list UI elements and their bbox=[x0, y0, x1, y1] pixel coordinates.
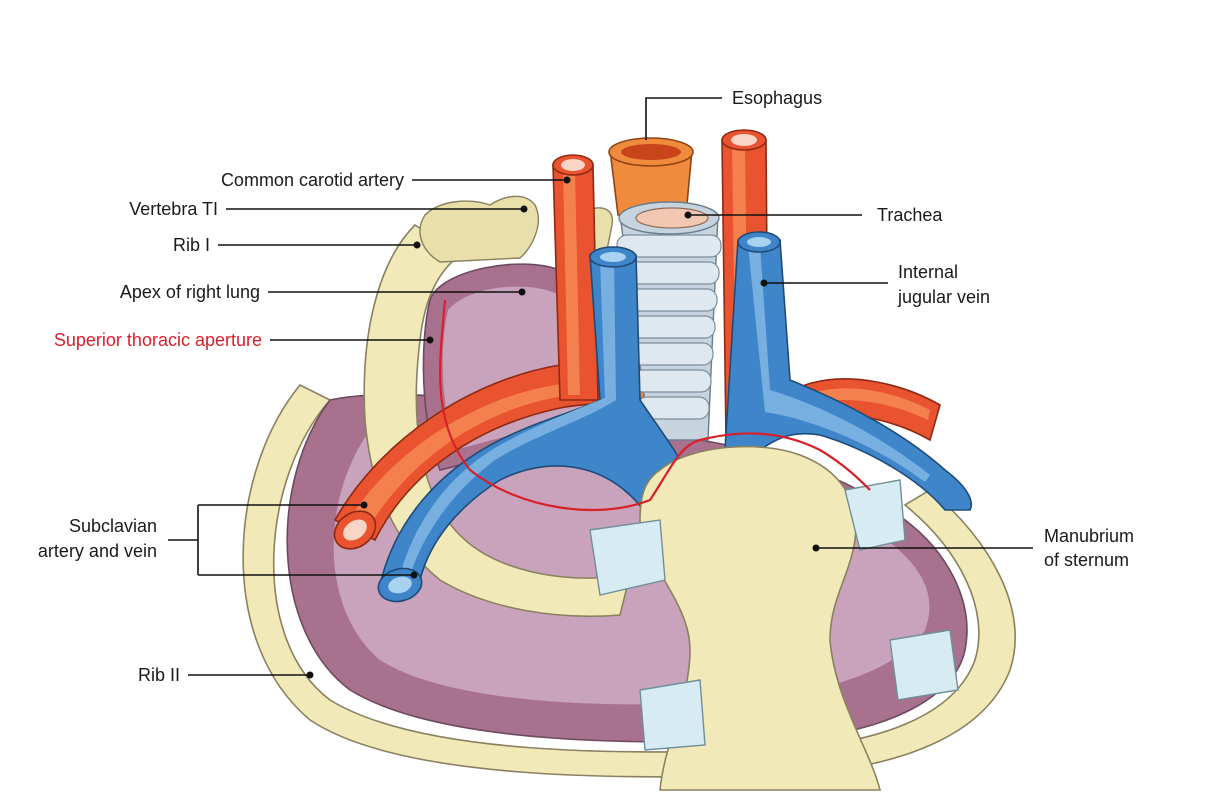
left-veins-illustration bbox=[724, 231, 972, 511]
label-subclavian-line1: Subclavian bbox=[69, 516, 157, 536]
label-manubrium-line2: of sternum bbox=[1044, 550, 1129, 570]
superior-thoracic-aperture-outline bbox=[439, 299, 871, 512]
label-vertebra-t1: Vertebra TI bbox=[129, 199, 218, 219]
label-superior-thoracic-aperture: Superior thoracic aperture bbox=[54, 330, 262, 350]
label-apex-right-lung: Apex of right lung bbox=[120, 282, 260, 302]
label-esophagus: Esophagus bbox=[732, 88, 822, 108]
label-trachea: Trachea bbox=[877, 205, 943, 225]
label-rib-2: Rib II bbox=[138, 665, 180, 685]
label-common-carotid-artery: Common carotid artery bbox=[221, 170, 404, 190]
manubrium-illustration bbox=[589, 445, 959, 791]
label-internal-jugular-vein-line2: jugular vein bbox=[897, 287, 990, 307]
label-manubrium-line1: Manubrium bbox=[1044, 526, 1134, 546]
label-rib-1: Rib I bbox=[173, 235, 210, 255]
right-veins-illustration bbox=[377, 246, 691, 603]
label-internal-jugular-vein-line1: Internal bbox=[898, 262, 958, 282]
label-subclavian-line2: artery and vein bbox=[38, 541, 157, 561]
leader-lines bbox=[168, 97, 1033, 679]
